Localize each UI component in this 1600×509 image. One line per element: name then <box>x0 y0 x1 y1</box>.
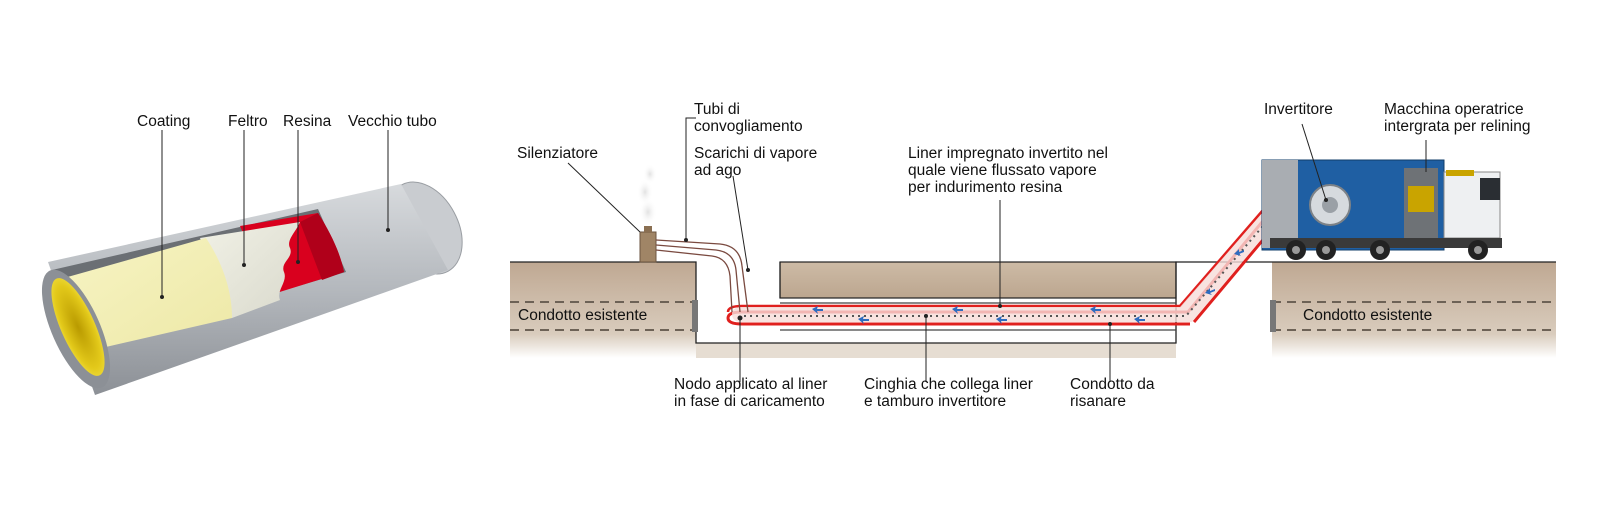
steam-plume <box>637 164 657 226</box>
liner-steam-label: Liner impregnato invertito nel quale vie… <box>908 145 1108 196</box>
belt <box>744 205 1281 317</box>
trench-outline <box>510 261 1556 344</box>
silencer-leader <box>567 162 641 233</box>
inverter-leader <box>1301 123 1327 201</box>
belt-label: Cinghia che collega liner e tamburo inve… <box>864 376 1033 410</box>
silencer-label: Silenziatore <box>517 145 598 162</box>
steam-needles-label: Scarichi di vapore ad ago <box>694 145 818 179</box>
ground-left <box>510 262 696 358</box>
tubes-leader <box>685 117 696 240</box>
conveying-tubes-label: Tubi di convogliamento <box>694 101 803 135</box>
liner-upper <box>726 201 1271 313</box>
excavation <box>696 343 1176 358</box>
process-diagram <box>510 117 1556 382</box>
knot-label: Nodo applicato al liner in fase di caric… <box>674 376 828 410</box>
pipe-cutaway <box>41 130 463 395</box>
existing-pipe-left-label: Condotto esistente <box>518 307 648 324</box>
silencer <box>639 231 657 263</box>
inverter-label: Invertitore <box>1264 101 1333 118</box>
coating-label: Coating <box>137 113 191 130</box>
ground-slab <box>779 261 1177 299</box>
pipe-mouth-inner <box>51 278 105 376</box>
felt-label: Feltro <box>228 113 268 130</box>
old-pipe-label: Vecchio tubo <box>348 113 437 130</box>
ground-right <box>1272 262 1556 358</box>
coating-layer <box>64 238 232 352</box>
truck <box>1261 159 1502 260</box>
existing-pipe-right-label: Condotto esistente <box>1303 307 1433 324</box>
conveying-tubes <box>655 239 749 313</box>
relining-machine-label: Macchina operatrice intergrata per relin… <box>1384 101 1531 135</box>
resin-label: Resina <box>283 113 332 130</box>
pipe-to-rehab-label: Condotto da risanare <box>1070 376 1155 410</box>
steam-arrows <box>812 249 1244 324</box>
needles-leader <box>732 175 749 271</box>
